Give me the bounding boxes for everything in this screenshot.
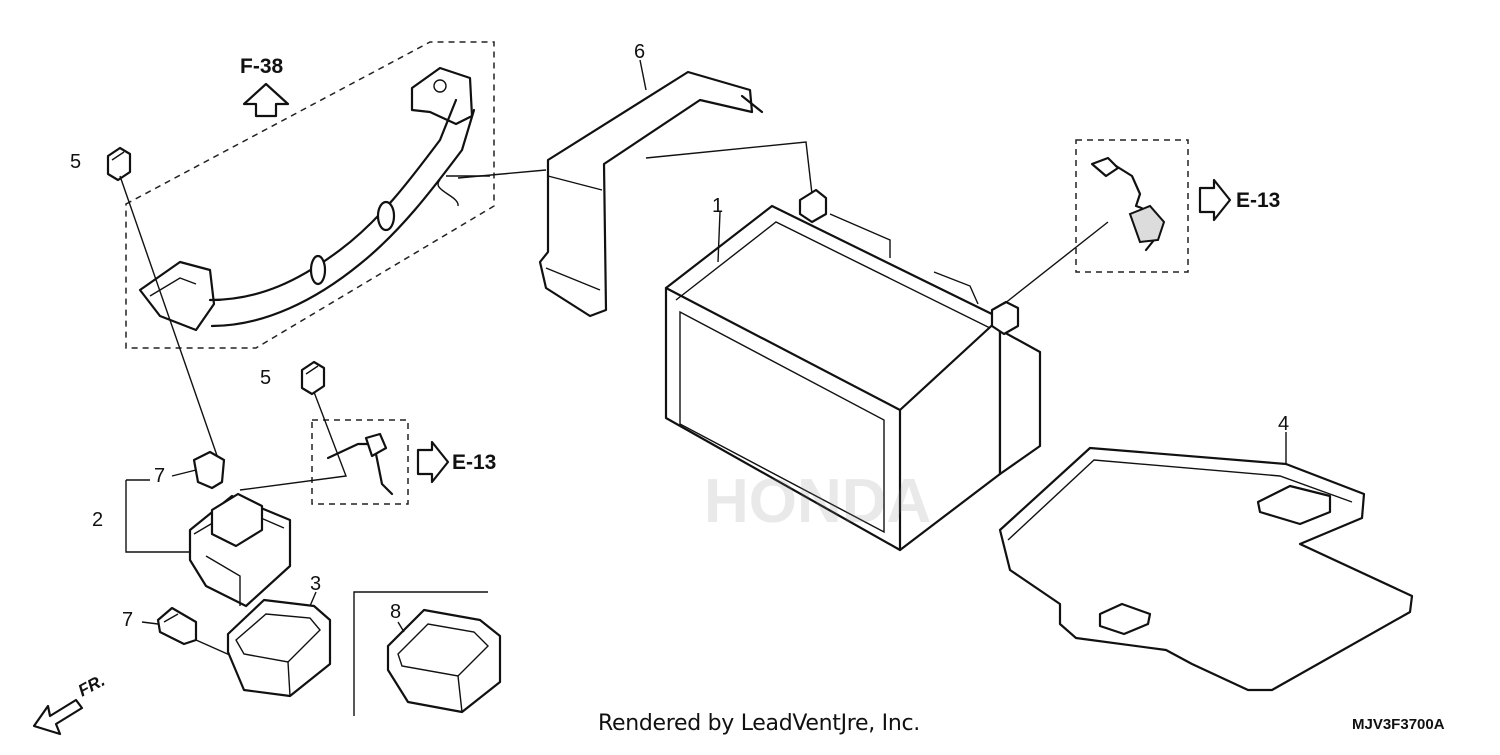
svg-text:HONDA: HONDA	[704, 467, 931, 536]
bolt-lower	[300, 360, 326, 396]
bolt-upper	[106, 146, 132, 182]
fuse-lower	[156, 606, 198, 646]
honda-watermark: HONDA	[704, 467, 931, 536]
callout-2: 2	[92, 509, 104, 531]
cable-right	[1090, 156, 1166, 252]
cable-left-dashed-region	[311, 419, 409, 505]
wire-harness	[138, 66, 490, 332]
credit-text: Rendered by LeadVentJre, Inc.	[598, 711, 920, 736]
arrow-right-icon	[416, 440, 450, 484]
callout-8: 8	[390, 601, 402, 623]
arrow-up-icon	[242, 82, 290, 118]
battery-band	[538, 70, 764, 318]
callout-3: 3	[310, 573, 322, 595]
cover-part-8	[386, 608, 502, 714]
battery-tray	[998, 446, 1414, 692]
callout-5-upper: 5	[70, 151, 82, 173]
callout-1: 1	[712, 195, 724, 217]
ref-f38[interactable]: F-38	[240, 55, 284, 78]
callout-4: 4	[1278, 413, 1290, 435]
diagram-code: MJV3F3700A	[1352, 716, 1445, 733]
fuse-upper	[192, 450, 226, 490]
arrow-right-icon	[1198, 178, 1232, 222]
callout-6: 6	[634, 41, 646, 63]
callout-2-bracket	[125, 480, 190, 553]
callout-7-lower: 7	[122, 609, 134, 631]
part-8-frame	[353, 591, 488, 716]
starter-relay	[188, 492, 292, 608]
ref-e13-right[interactable]: E-13	[1236, 189, 1281, 212]
cable-left	[326, 432, 394, 496]
front-arrow-icon	[32, 698, 84, 736]
callout-5-lower: 5	[260, 367, 272, 389]
battery	[664, 188, 1042, 552]
cable-right-dashed-region	[1075, 139, 1189, 273]
ref-e13-left[interactable]: E-13	[452, 451, 497, 474]
relay-cover	[226, 598, 332, 698]
harness-dashed-region	[125, 41, 495, 349]
callout-7-upper: 7	[154, 465, 166, 487]
